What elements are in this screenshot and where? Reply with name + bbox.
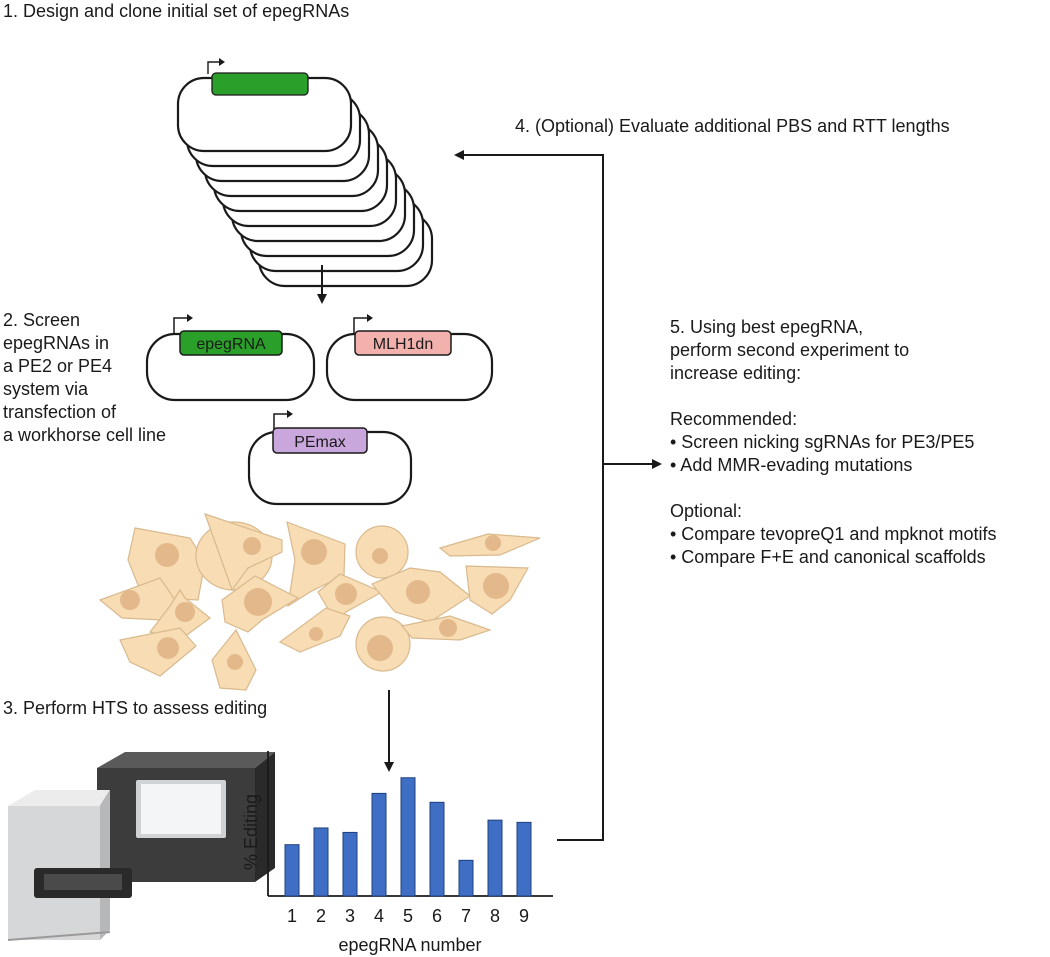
epegrna-gene-box <box>179 330 283 356</box>
cell <box>465 565 530 615</box>
epegrna-plasmid: epegRNA <box>145 314 316 402</box>
cell <box>355 616 411 672</box>
cell <box>98 577 176 621</box>
x-tick-label: 5 <box>403 906 413 926</box>
cell-nucleus <box>155 543 179 567</box>
bar-epegrna-8 <box>487 819 503 897</box>
cell-nucleus <box>244 588 272 616</box>
promoter-arrow-icon <box>273 413 290 429</box>
step2-line: system via <box>3 379 89 399</box>
epegrna-plasmid-library <box>176 58 434 288</box>
bar-epegrna-4 <box>371 792 387 897</box>
mlh1dn-gene-box <box>354 330 452 356</box>
pemax-plasmid: PEmax <box>247 410 413 506</box>
x-axis-label: epegRNA number <box>338 935 481 955</box>
bar-epegrna-9 <box>516 821 532 897</box>
cell-nucleus <box>120 590 140 610</box>
sequencer-icon <box>7 752 275 941</box>
promoter-arrow-icon <box>353 317 370 333</box>
cell-nucleus <box>372 548 388 564</box>
step2-line: epegRNAs in <box>3 333 110 353</box>
recommended-heading: Recommended: <box>670 409 798 429</box>
pemax-gene-box <box>272 427 368 454</box>
cell <box>204 513 283 592</box>
library-plasmid <box>176 58 353 153</box>
step2-line: a PE2 or PE4 <box>3 356 113 376</box>
cell <box>371 567 472 623</box>
cell-nucleus <box>483 573 509 599</box>
bar-epegrna-3 <box>342 831 358 897</box>
cell <box>211 628 257 691</box>
x-tick-label: 9 <box>519 906 529 926</box>
epegrna-gene-label: epegRNA <box>196 336 266 353</box>
cell-nucleus <box>367 635 393 661</box>
x-tick-label: 3 <box>345 906 355 926</box>
pemax-gene-label: PEmax <box>294 434 346 451</box>
step3-text: 3. Perform HTS to assess editing <box>3 698 268 718</box>
step2-line: a workhorse cell line <box>3 425 167 445</box>
cell-nucleus <box>243 537 261 555</box>
optional-item: • Compare F+E and canonical scaffolds <box>670 547 986 567</box>
cell-nucleus <box>335 583 357 605</box>
bar-epegrna-6 <box>429 801 445 897</box>
cell <box>278 607 351 653</box>
x-tick-label: 2 <box>316 906 326 926</box>
x-tick-label: 7 <box>461 906 471 926</box>
recommended-item: • Add MMR-evading mutations <box>670 455 913 475</box>
cell-nucleus <box>309 627 323 641</box>
y-axis-label: % Editing <box>241 794 261 870</box>
cell-nucleus <box>157 637 179 659</box>
x-tick-label: 8 <box>490 906 500 926</box>
optional-item: • Compare tevopreQ1 and mpknot motifs <box>670 524 997 544</box>
step5-line: 5. Using best epegRNA, <box>670 317 864 337</box>
cell <box>286 521 346 608</box>
cell-nucleus <box>439 619 457 637</box>
cell <box>119 627 197 677</box>
step5-line: increase editing: <box>670 363 802 383</box>
cell <box>355 525 409 579</box>
x-tick-label: 1 <box>287 906 297 926</box>
bar-epegrna-5 <box>400 777 416 897</box>
mlh1dn-plasmid: MLH1dn <box>325 314 494 402</box>
step4-text: 4. (Optional) Evaluate additional PBS an… <box>515 116 950 136</box>
cell <box>438 533 541 557</box>
optional-heading: Optional: <box>670 501 743 521</box>
cell <box>400 615 492 641</box>
x-tick-label: 4 <box>374 906 384 926</box>
x-tick-label: 6 <box>432 906 442 926</box>
step2-line: 2. Screen <box>3 310 81 330</box>
cell-nucleus <box>301 539 327 565</box>
step2-line: transfection of <box>3 402 117 422</box>
step1-text: 1. Design and clone initial set of epegR… <box>3 1 350 21</box>
feedback-line-chart-to-step4 <box>454 150 604 841</box>
bar-epegrna-2 <box>313 827 329 897</box>
step2-text: 2. Screen epegRNAs in a PE2 or PE4 syste… <box>3 309 166 447</box>
bar-epegrna-1 <box>284 844 300 897</box>
step5-text: 5. Using best epegRNA, perform second ex… <box>670 316 996 569</box>
mlh1dn-gene-label: MLH1dn <box>373 336 433 353</box>
bar-epegrna-7 <box>458 859 474 897</box>
cell <box>221 575 300 633</box>
cell-nucleus <box>406 580 430 604</box>
recommended-item: • Screen nicking sgRNAs for PE3/PE5 <box>670 432 975 452</box>
step5-line: perform second experiment to <box>670 340 910 360</box>
cell-nucleus <box>175 602 195 622</box>
cell-nucleus <box>227 654 243 670</box>
cell-nucleus <box>485 535 501 551</box>
promoter-arrow-icon <box>173 317 190 333</box>
bar-series <box>284 777 532 897</box>
workhorse-cell-layer <box>98 513 541 691</box>
